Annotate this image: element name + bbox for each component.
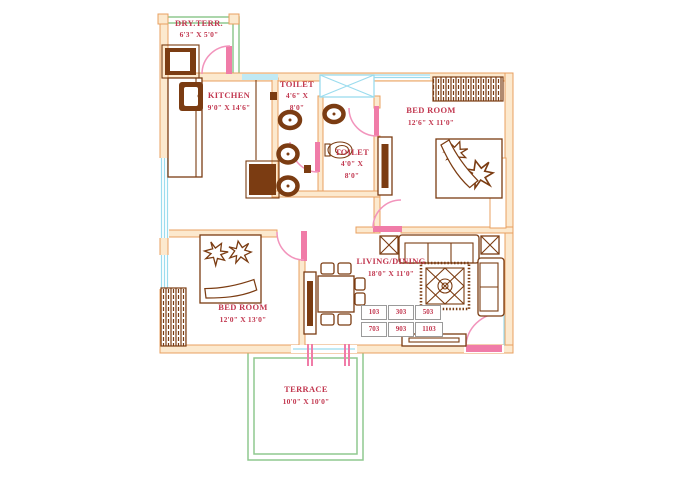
room-dims-dry-terrace: 6'3" X 5'0" (179, 30, 219, 39)
washing-machine-icon (161, 44, 200, 79)
room-dims-toilet-mid-1: 4'0" X (340, 159, 364, 168)
room-dims-bedroom-top: 12'6" X 11'0" (407, 118, 455, 127)
room-label-living-dining: LIVING/DINING (356, 256, 426, 266)
dining-table-icon (317, 262, 366, 326)
room-label-bedroom-bottom: BED ROOM (218, 302, 268, 312)
side-table-icon (379, 235, 399, 255)
unit-number-chip: 1103 (415, 322, 443, 337)
bed-icon (199, 234, 262, 304)
duct-shaft-icon (319, 74, 375, 98)
side-table-icon (480, 235, 500, 255)
kitchen-sink-icon (179, 82, 203, 111)
cabinet-icon (303, 271, 317, 335)
bedroom-bottom-door (276, 231, 307, 261)
wardrobe-icon (160, 287, 187, 347)
sofa-icon (477, 257, 505, 317)
room-label-toilet-mid: TOILET (334, 147, 370, 157)
dry-terrace-door (201, 45, 232, 75)
unit-number-chip: 703 (361, 322, 387, 337)
unit-number-chip: 503 (415, 305, 441, 320)
wardrobe-icon (432, 76, 504, 102)
rug-icon (419, 261, 471, 311)
room-dims-bedroom-bottom: 12'0" X 13'0" (219, 315, 267, 324)
terrace-sliding-door (291, 344, 357, 366)
kitchen-platform-icon (245, 160, 280, 199)
unit-number-chip: 903 (388, 322, 414, 337)
room-label-dry-terrace: DRY.TERR. (175, 18, 223, 28)
room-label-terrace: TERRACE (284, 384, 328, 394)
room-dims-toilet-mid-2: 8'0" (344, 171, 360, 180)
room-dims-living-dining: 18'0" X 11'0" (367, 269, 415, 278)
unit-number-chip: 303 (388, 305, 414, 320)
room-label-kitchen: KITCHEN (207, 90, 251, 100)
room-label-toilet-top: TOILET (279, 79, 315, 89)
room-dims-toilet-top-1: 4'6" X (285, 91, 309, 100)
unit-number-chip: 103 (361, 305, 387, 320)
terrace-outline (247, 351, 364, 461)
toilet-mid-fixtures (304, 103, 353, 173)
bed-icon (435, 138, 503, 199)
entrance-door (464, 312, 504, 353)
cabinet-icon (377, 136, 393, 196)
toilet-top-fixtures (270, 92, 303, 197)
sofa-icon (398, 234, 480, 264)
room-dims-terrace: 10'0" X 10'0" (282, 397, 330, 406)
windows (159, 74, 505, 346)
toilet-mid-door (348, 106, 379, 137)
bedroom-top-door (372, 199, 402, 232)
room-label-bedroom-top: BED ROOM (406, 105, 456, 115)
room-dims-toilet-top-2: 8'0" (289, 103, 305, 112)
room-dims-kitchen: 9'0" X 14'6" (207, 103, 251, 112)
